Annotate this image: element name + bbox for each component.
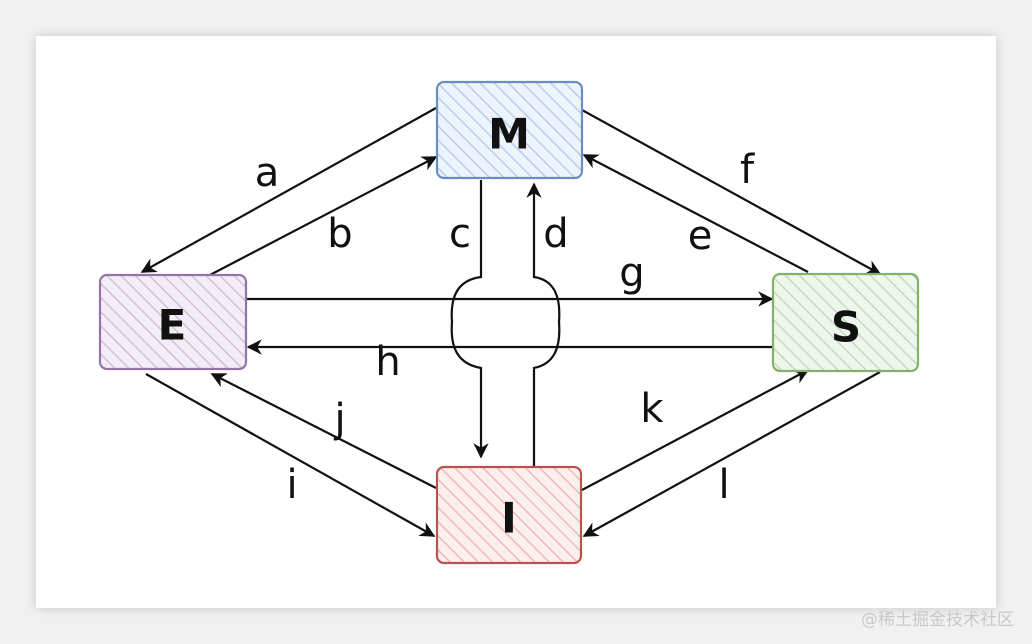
edge-label-i: i <box>286 462 297 508</box>
node-E: E <box>98 273 248 371</box>
edge-a <box>140 107 437 273</box>
edge-label-d: d <box>543 211 568 257</box>
edge-label-g: g <box>619 250 644 296</box>
edge-f <box>581 109 882 275</box>
edge-label-e: e <box>688 213 713 259</box>
edge-k <box>581 369 810 491</box>
edge-b <box>207 156 438 277</box>
edge-j <box>210 373 437 489</box>
node-M-label: M <box>488 110 530 159</box>
edge-label-f: f <box>740 147 755 193</box>
edge-l <box>582 371 881 537</box>
node-I-label: I <box>501 494 517 543</box>
watermark: @稀土掘金技术社区 <box>861 610 1014 630</box>
node-I: I <box>435 465 583 565</box>
edge-label-a: a <box>255 150 280 196</box>
edge-label-k: k <box>640 386 664 432</box>
edge-e <box>582 154 809 273</box>
edge-c <box>450 180 489 459</box>
edge-label-l: l <box>718 462 729 508</box>
edge-label-c: c <box>449 211 471 257</box>
edge-i <box>145 373 436 537</box>
edge-label-b: b <box>327 211 352 257</box>
node-S-label: S <box>831 303 861 352</box>
node-M: M <box>435 80 584 180</box>
edge-label-h: h <box>375 339 400 385</box>
node-E-label: E <box>158 301 187 350</box>
edge-d <box>526 182 561 466</box>
edge-label-j: j <box>333 396 345 442</box>
node-S: S <box>771 272 920 373</box>
